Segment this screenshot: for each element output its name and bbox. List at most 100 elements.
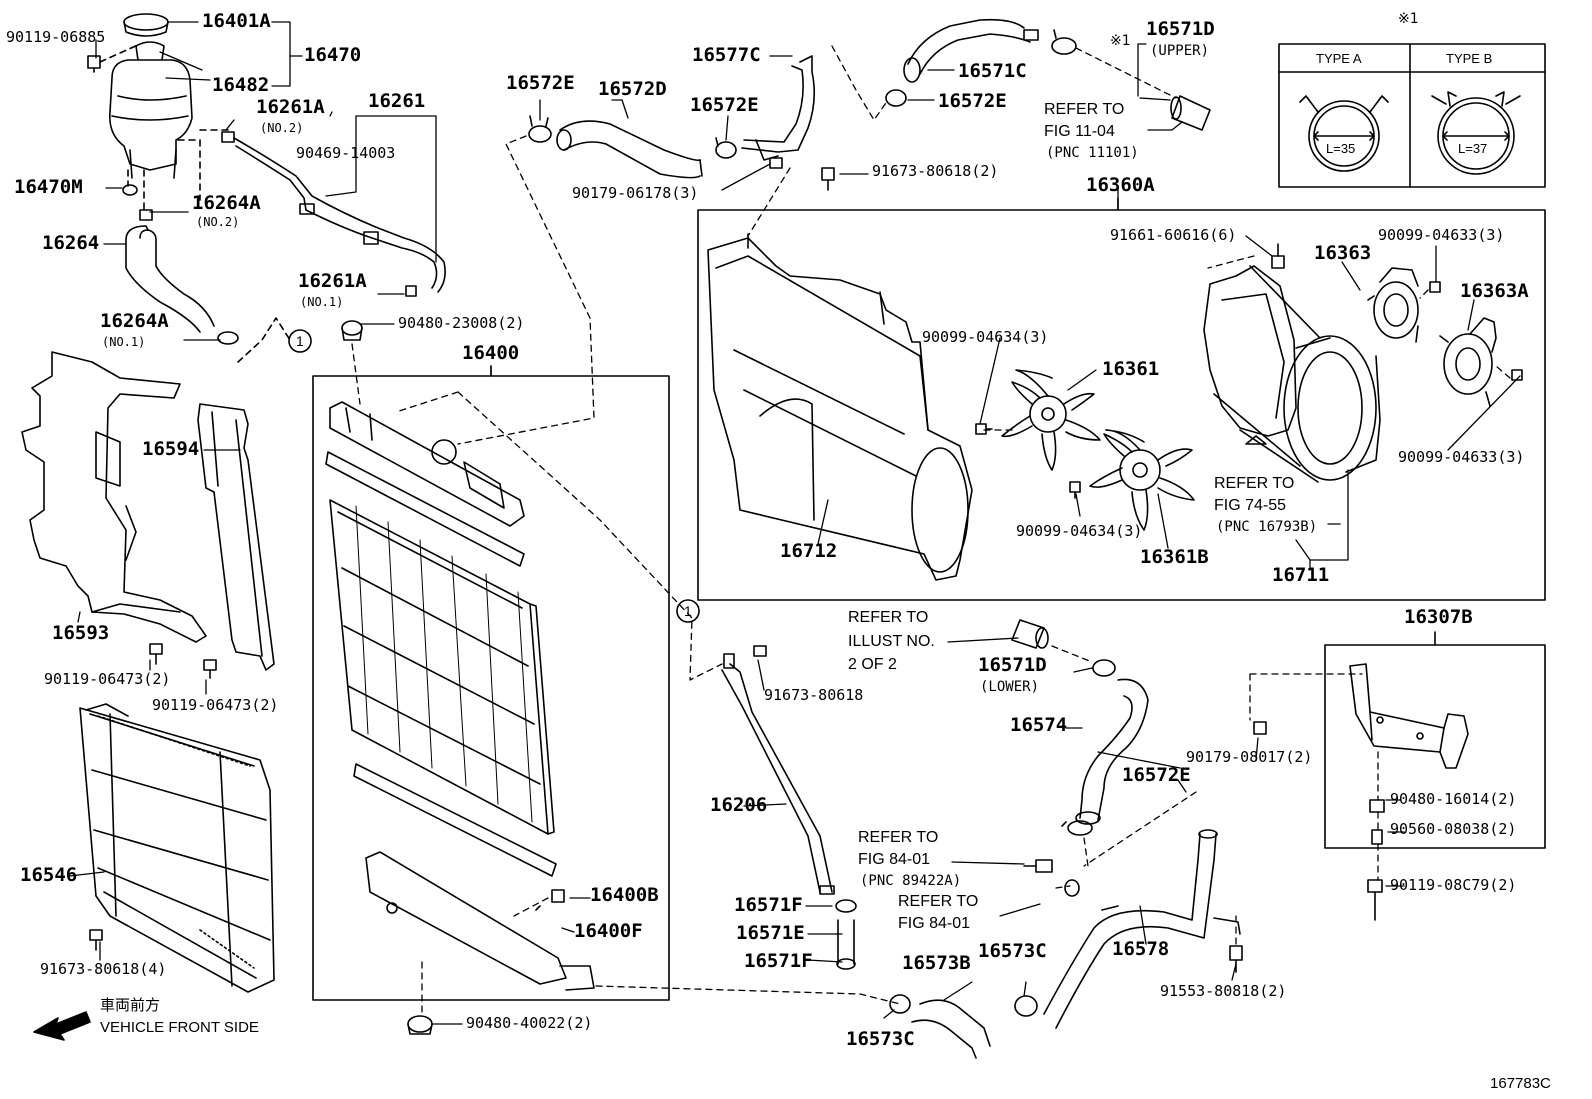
air-guide-16593 — [21, 351, 207, 643]
label-front-jp: 車両前方 — [100, 997, 161, 1014]
grille-16546 — [79, 703, 275, 993]
label-16363A: 16363A — [1460, 280, 1529, 302]
label-ref-illust-c: 2 OF 2 — [848, 656, 897, 673]
label-16264A-lower: 16264A — [100, 310, 169, 332]
label-ref-11-04-b: FIG 11-04 — [1044, 123, 1115, 140]
o-ring-84-01 — [1064, 879, 1080, 897]
bolt-91553-80818 — [1229, 945, 1243, 973]
label-ref-illust-a: REFER TO — [848, 609, 929, 626]
label-16578: 16578 — [1112, 938, 1170, 960]
radiator-bottom-tank — [365, 851, 595, 991]
clamp-16573C-a — [1014, 995, 1038, 1017]
label-16400: 16400 — [462, 342, 520, 364]
label-16470: 16470 — [304, 44, 362, 66]
bolt-90119-06473-b — [203, 659, 217, 679]
label-16401A: 16401A — [202, 10, 271, 32]
label-90119-06473-b: 90119-06473(2) — [152, 696, 279, 714]
label-16261: 16261 — [368, 90, 426, 112]
hose-16264 — [125, 209, 239, 345]
label-ref-illust-b: ILLUST NO. — [848, 633, 935, 650]
node-line-reservoir — [237, 317, 291, 363]
clamp-type-b-drawing — [1431, 91, 1521, 175]
motor-16363 — [1367, 267, 1419, 343]
connector-16571EF — [835, 899, 857, 970]
label-ref-84-01-a3: (PNC 89422A) — [860, 873, 962, 889]
reservoir-bolt — [87, 43, 141, 73]
label-node-1-a: 1 — [296, 333, 304, 349]
label-ref-74-55-c: (PNC 16793B) — [1216, 519, 1318, 535]
label-ref-84-01-a2: FIG 84-01 — [858, 851, 931, 868]
label-l35: L=35 — [1326, 141, 1356, 156]
bush-90480-16014 — [1369, 799, 1385, 813]
small-mark-16711 — [1245, 435, 1267, 445]
label-ref-74-55-a: REFER TO — [1214, 475, 1295, 492]
label-90480-40022: 90480-40022(2) — [466, 1014, 593, 1032]
label-16400F: 16400F — [574, 920, 643, 942]
label-ref-11-04-a: REFER TO — [1044, 101, 1125, 118]
label-91553-80818: 91553-80818(2) — [1160, 982, 1287, 1000]
bolt-90179-08017 — [1253, 721, 1267, 735]
clamp-16572E-c — [885, 89, 907, 107]
hose-16572D — [556, 120, 703, 179]
label-16572D: 16572D — [598, 78, 667, 100]
clamp-16572E-b — [715, 137, 737, 159]
label-no1-a: (NO.1) — [300, 295, 344, 309]
fan-16361 — [1001, 369, 1101, 471]
label-91661-60616: 91661-60616(6) — [1110, 226, 1237, 244]
clamp-16572E-a — [528, 115, 552, 143]
label-16571D-upper: 16571D — [1146, 18, 1215, 40]
shroud-16711 — [1203, 265, 1381, 483]
label-91673-80618-4: 91673-80618(4) — [40, 960, 167, 978]
shroud-16712 — [707, 233, 973, 581]
node-marker-1-a — [288, 329, 312, 353]
clamp-16572E-d — [1061, 820, 1093, 836]
radiator-top-tank — [329, 401, 525, 527]
label-table-note: ※1 — [1398, 11, 1419, 27]
label-16711: 16711 — [1272, 564, 1330, 586]
label-16593: 16593 — [52, 622, 110, 644]
label-16573C-b: 16573C — [846, 1028, 915, 1050]
label-16571F-a: 16571F — [734, 894, 803, 916]
label-no2-b: (NO.2) — [196, 215, 240, 229]
pipe-16578 — [1043, 829, 1241, 1029]
clamp-type-table — [1278, 43, 1546, 188]
radiator-gasket-lower — [353, 763, 557, 877]
bolt-90119-08C79 — [1367, 879, 1383, 921]
bolt-91673-80618-4 — [89, 929, 103, 951]
bolt-91661-60616 — [1271, 243, 1285, 269]
label-90099-04633-a: 90099-04633(3) — [1378, 226, 1505, 244]
label-16573C-a: 16573C — [978, 940, 1047, 962]
radiator-mount-grommet-bottom — [407, 1015, 433, 1035]
label-note-ref: ※1 — [1110, 33, 1131, 49]
label-90099-04634-b: 90099-04634(3) — [1016, 522, 1143, 540]
label-16571E: 16571E — [736, 922, 805, 944]
frame-bracket-assy — [1324, 631, 1546, 849]
front-arrow-icon — [33, 1011, 91, 1041]
label-no2-a: (NO.2) — [260, 121, 304, 135]
screw-90099-04634-b — [1069, 481, 1081, 499]
label-ref-84-01-a1: REFER TO — [858, 829, 939, 846]
label-90119-08C79: 90119-08C79(2) — [1390, 876, 1517, 894]
label-90119-06473-a: 90119-06473(2) — [44, 670, 171, 688]
label-node-1-b: 1 — [684, 603, 692, 619]
label-16577C: 16577C — [692, 44, 761, 66]
label-type-b: TYPE B — [1446, 51, 1493, 66]
dashed-connections — [351, 45, 1511, 1017]
label-16571D-lower: 16571D — [978, 654, 1047, 676]
label-16712: 16712 — [780, 540, 838, 562]
hose-16261 — [221, 131, 446, 297]
label-ref-84-01-b2: FIG 84-01 — [898, 915, 971, 932]
label-16360A: 16360A — [1086, 174, 1155, 196]
label-no1-b: (NO.1) — [102, 335, 146, 349]
bolt-91673-80618-1 — [753, 645, 767, 657]
label-16571C: 16571C — [958, 60, 1027, 82]
bracket-16307B — [1349, 663, 1469, 769]
label-90480-16014: 90480-16014(2) — [1390, 790, 1517, 808]
bolt-91673-80618-2 — [821, 167, 835, 191]
label-90179-08017: 90179-08017(2) — [1186, 748, 1313, 766]
radiator-gasket-upper — [325, 451, 525, 567]
bolt-90119-06473-a — [149, 643, 163, 665]
label-lower: (LOWER) — [980, 679, 1040, 695]
bolt-90179-06178 — [769, 157, 783, 169]
label-16206: 16206 — [710, 794, 768, 816]
